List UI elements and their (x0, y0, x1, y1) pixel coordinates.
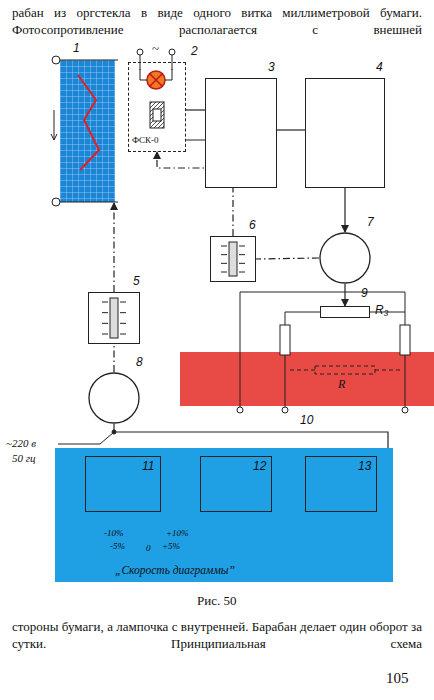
chart-drum: 1 (55, 58, 117, 203)
gearbox: 6 (210, 236, 256, 282)
callout-number: 3 (268, 61, 275, 75)
connector (186, 109, 205, 110)
callout-number: 9 (361, 287, 368, 301)
callout-number: 7 (367, 216, 374, 230)
callout-number: 4 (376, 61, 383, 75)
connector (277, 129, 305, 130)
wire (186, 140, 205, 141)
circle-outline (319, 232, 371, 284)
gear-symbol (88, 292, 140, 344)
label: -10% (104, 528, 124, 538)
lamp-photoresistor: 2ФСК-0 (128, 62, 186, 152)
callout-number: 5 (133, 275, 140, 289)
label: ~ (152, 42, 159, 57)
mechanical-link (113, 344, 114, 372)
mechanical-link (113, 203, 114, 292)
chart-paper (51, 56, 118, 206)
label: R (338, 378, 345, 392)
caption: Рис. 50 (197, 594, 236, 609)
circle-outline (88, 372, 140, 424)
process-box: 12 (200, 456, 272, 512)
label: 50 гц (12, 452, 36, 465)
label: 105 (386, 670, 409, 687)
body-text: стороны бумаги, а лампочка с внутренней.… (12, 618, 422, 652)
callout-number: 8 (136, 356, 143, 370)
callout-number: R₃ (375, 304, 388, 318)
control-band: 10„Скорость диаграммы”111213 (55, 448, 393, 582)
red-band (180, 352, 434, 406)
bridge-wiring (237, 292, 410, 413)
gear-symbol (210, 236, 256, 282)
mechanical-link (256, 258, 319, 259)
callout-number: 1 (73, 42, 80, 56)
motor-circle: 7 (319, 232, 371, 284)
mains-switch (58, 430, 116, 444)
callout-number: 2 (191, 45, 198, 59)
callout-number: 13 (358, 460, 371, 474)
callout-number: 12 (253, 460, 266, 474)
callout-number: 10 (300, 414, 313, 428)
connector (344, 188, 345, 232)
process-box: 11 (85, 456, 161, 512)
body-text: рабан из оргстекла в виде одного витка м… (12, 4, 422, 38)
label: +10% (166, 528, 189, 538)
amplifier-box: 3 (205, 78, 277, 188)
process-box: 13 (305, 456, 377, 512)
label: -5% (110, 541, 125, 551)
gearbox: 5 (88, 292, 140, 344)
label: 0 (146, 543, 151, 553)
connector (344, 284, 345, 306)
node-label: „Скорость диаграммы” (115, 564, 235, 577)
relay-box: 4 (305, 78, 385, 188)
label: +5% (162, 541, 180, 551)
callout-number: 6 (249, 219, 256, 233)
callout-number: 11 (142, 460, 154, 474)
label: ~220 в (6, 437, 36, 450)
resistor-symbol: 9R₃ (320, 306, 370, 318)
node-label: ФСК-0 (132, 135, 159, 145)
motor-circle: 8 (88, 372, 140, 424)
